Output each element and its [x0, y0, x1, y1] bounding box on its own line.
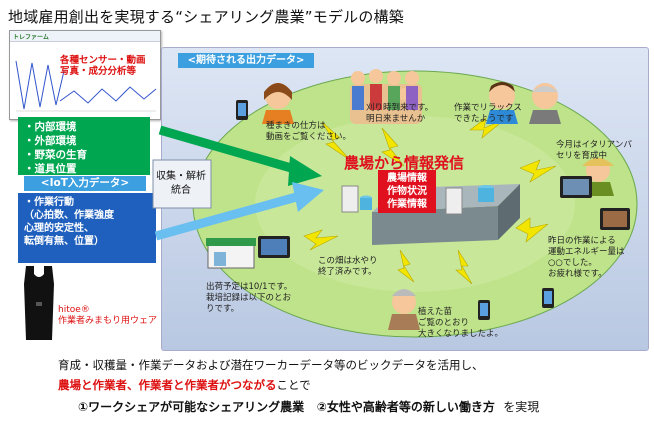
message-line: セリを育成中 [556, 151, 608, 161]
hub-title: 農場から情報発信 [344, 154, 465, 172]
message-relax: 作業でリラックス できたようです [454, 103, 522, 125]
blue-arrow-head [292, 182, 324, 212]
hub-item: 作物状況 [387, 186, 427, 197]
shirt-sensor [36, 302, 42, 306]
message-line: 昨日の作業による [548, 236, 616, 246]
message-line: 運動エネルギー量は [548, 247, 625, 257]
tablet-icon-2 [560, 176, 592, 198]
sensor-caption-line-1: 各種センサー・動画 [60, 55, 146, 66]
iot-item: 心理的安定性、 [24, 223, 94, 234]
sensor-line-1 [15, 60, 65, 110]
elderly-woman-avatar [388, 289, 420, 330]
message-line: 栽培記録は以下のとお [206, 293, 292, 303]
message-shipping: 出荷予定は10/1です。 栽培記録は以下のとお りです。 [206, 282, 292, 315]
green-arrow-head [288, 156, 322, 186]
message-line: 出荷予定は10/1です。 [206, 282, 293, 292]
sensor-graph [15, 60, 157, 112]
sensor-caption: 各種センサー・動画 写真・成分分析等 [60, 55, 146, 77]
goal-2: ②女性や高齢者等の新しい働き方 [316, 400, 495, 414]
message-line: 終了済みです。 [318, 267, 377, 277]
hitoe-caption: hitoe® 作業者みまもり用ウェア [58, 305, 157, 327]
env-item: ・内部環境 [24, 121, 77, 133]
hitoe-name: hitoe® [58, 305, 90, 315]
sensor-line-2 [59, 86, 157, 104]
summary-line-3: ①ワークシェアが可能なシェアリング農業 ②女性や高齢者等の新しい働き方 を実現 [78, 398, 539, 415]
iot-item: 転倒有無、位置） [24, 236, 104, 247]
message-watering: この畑は水やり 終了済みです。 [318, 256, 378, 278]
tablet-icon-1 [258, 236, 290, 258]
message-line: 明日来ませんか [366, 114, 426, 124]
summary-highlight: 農場と作業者、作業者と作業者がつながる [58, 378, 277, 392]
message-sowing: 種まきの仕方は 動画をご覧ください。 [266, 121, 351, 143]
sensor-caption-line-2: 写真・成分分析等 [60, 66, 137, 77]
goal-1: ①ワークシェアが可能なシェアリング農業 [78, 400, 305, 414]
phone-icon-1 [236, 100, 248, 120]
store-icon [206, 238, 256, 269]
message-line: 動画をご覧ください。 [266, 132, 352, 142]
env-item: ・野菜の生育 [24, 149, 87, 161]
env-item: ・道具位置 [24, 163, 77, 175]
page-title: 地域雇用創出を実現する“シェアリング農業”モデルの構築 [8, 8, 404, 26]
blue-arrow [154, 191, 302, 241]
iot-input-label: <IoT入力データ> [24, 176, 146, 191]
lightning-bolts [303, 117, 557, 285]
output-data-label: <期待される出力データ> [178, 53, 314, 68]
analysis-label: 収集・解析 統合 [153, 170, 209, 206]
message-line: 大きくなりましたよ。 [418, 329, 504, 339]
woman-avatar [262, 83, 294, 124]
message-line: りです。 [206, 304, 240, 314]
summary-line-1: 育成・収穫量・作業データおよび潜在ワーカーデータ等のビックデータを活用し、 [58, 358, 484, 372]
hub-info-box: 農場情報 作物状況 作業情報 [378, 170, 436, 213]
iot-data-box: ・作業行動 （心拍数、作業強度 心理的安定性、 転倒有無、位置） [18, 193, 156, 263]
tablet-icon-3 [600, 208, 630, 230]
hitoe-shirt-image [24, 266, 54, 340]
message-line: お疲れ様です。 [548, 269, 607, 279]
analysis-box [152, 159, 212, 209]
message-harvest: 刈り時到来です。 明日来ませんか [366, 103, 433, 125]
message-line: 作業でリラックス [454, 103, 522, 113]
message-line: 今月はイタリアンパ [556, 140, 632, 150]
message-seedlings: 植えた苗 ご覧のとおり 大きくなりましたよ。 [418, 307, 503, 340]
message-parsley: 今月はイタリアンパ セリを育成中 [556, 140, 632, 162]
summary-line-2: 農場と作業者、作業者と作業者がつながることで [58, 377, 311, 393]
young-man-avatar [486, 82, 518, 124]
iot-item: （心拍数、作業強度 [24, 210, 114, 221]
hub-item: 農場情報 [387, 173, 427, 184]
hitoe-description: 作業者みまもり用ウェア [58, 316, 158, 326]
family-group-avatar [350, 69, 422, 124]
screenshot-logo: トレファーム [13, 34, 49, 41]
analysis-line-1: 収集・解析 [156, 171, 206, 182]
old-man-avatar [529, 83, 561, 124]
message-line: 種まきの仕方は [266, 121, 326, 131]
env-item: ・外部環境 [24, 135, 77, 147]
message-line: この畑は水やり [318, 256, 378, 266]
message-energy: 昨日の作業による 運動エネルギー量は ○○でした。 お疲れ様です。 [548, 236, 625, 280]
message-line: 植えた苗 [418, 307, 453, 317]
message-line: できたようです [454, 114, 514, 124]
analysis-line-2: 統合 [171, 185, 191, 196]
monitoring-screenshot: トレファーム 各種センサー・動画 写真・成分分析等 [9, 30, 161, 120]
goal-suffix: を実現 [503, 400, 540, 414]
server-icon [341, 185, 494, 215]
message-line: 刈り時到来です。 [366, 103, 434, 113]
green-arrow [158, 125, 300, 175]
phone-icon-2 [542, 288, 554, 308]
screenshot-toolbar [10, 31, 160, 42]
message-line: ○○でした。 [548, 258, 597, 268]
iot-item: ・作業行動 [24, 197, 74, 208]
message-line: ご覧のとおり [418, 318, 470, 328]
summary-suffix: ことで [276, 378, 311, 392]
hub-item: 作業情報 [387, 199, 427, 210]
phone-icon-3 [478, 300, 490, 320]
environment-data-box: ・内部環境 ・外部環境 ・野菜の生育 ・道具位置 [18, 117, 150, 175]
